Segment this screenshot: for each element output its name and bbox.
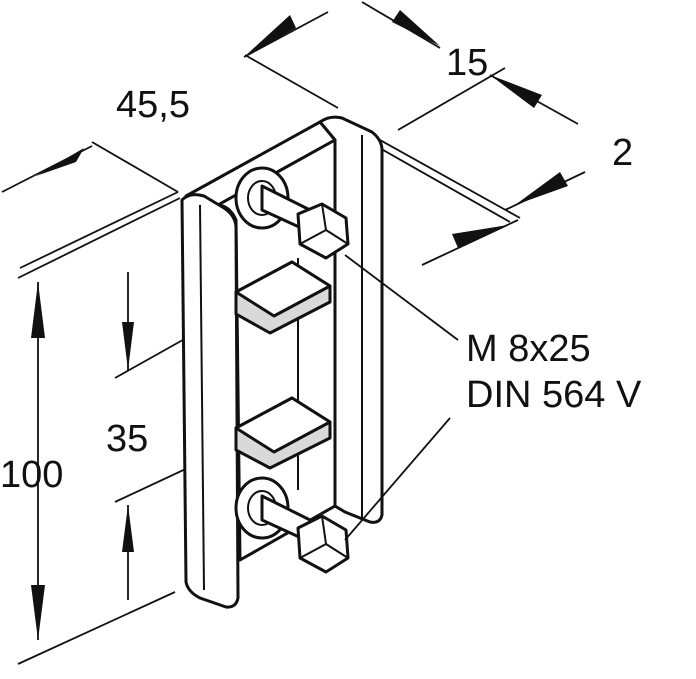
lower-bolt xyxy=(234,476,350,574)
label-35: 35 xyxy=(106,418,149,460)
callout-bolt-size: M 8x25 xyxy=(466,328,591,370)
label-100: 100 xyxy=(0,454,64,496)
callout-standard: DIN 564 V xyxy=(466,374,642,416)
upper-bolt xyxy=(234,166,350,260)
label-15: 15 xyxy=(446,42,489,84)
dimension-100 xyxy=(17,197,181,665)
dimension-2 xyxy=(375,139,586,266)
dimension-45-5 xyxy=(1,141,179,269)
upper-clamp-plate xyxy=(234,260,332,335)
dimension-15 xyxy=(243,1,579,131)
callout-leaders xyxy=(344,254,459,541)
lower-clamp-plate xyxy=(234,396,332,470)
label-45-5: 45,5 xyxy=(116,84,190,126)
label-2: 2 xyxy=(612,132,634,174)
